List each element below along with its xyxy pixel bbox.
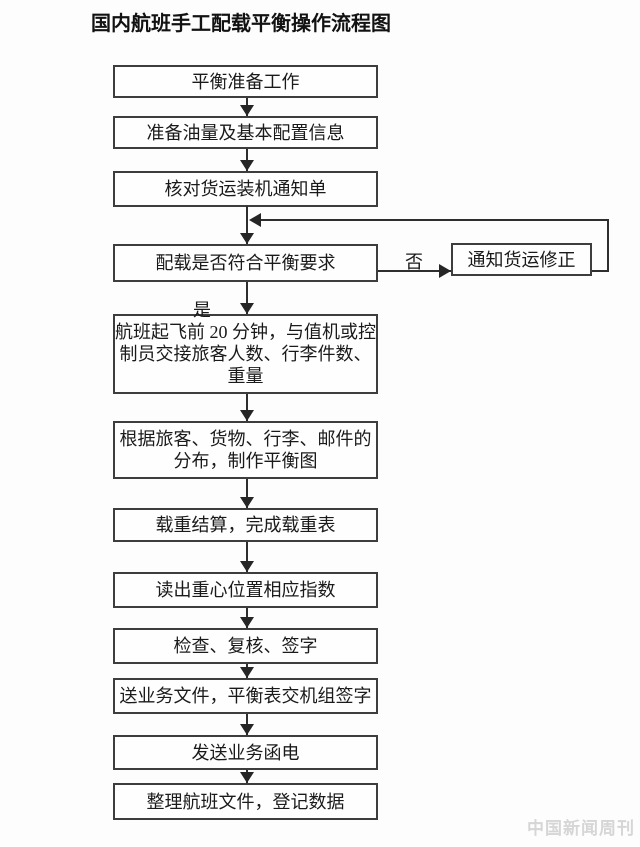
arrow-down-icon — [240, 105, 254, 116]
edge-label-yes: 是 — [193, 300, 211, 320]
arrow-down-icon — [240, 303, 254, 314]
edge-label-no: 否 — [405, 252, 423, 272]
page-title: 国内航班手工配载平衡操作流程图 — [91, 13, 391, 35]
node-send-telegram: 发送业务函电 — [113, 735, 378, 770]
arrow-down-icon — [240, 233, 254, 244]
arrow-down-icon — [240, 617, 254, 628]
node-deliver-docs: 送业务文件，平衡表交机组签字 — [113, 678, 378, 714]
watermark: 中国新闻周刊 — [527, 819, 635, 838]
feedback-line — [607, 219, 609, 272]
feedback-line — [251, 219, 609, 221]
node-check-notice: 核对货运装机通知单 — [113, 171, 378, 207]
node-prepare: 平衡准备工作 — [113, 65, 378, 98]
connector-line — [246, 542, 248, 572]
connector-line — [246, 206, 248, 244]
node-handover: 航班起飞前 20 分钟，与值机或控 制员交接旅客人数、行李件数、 重量 — [113, 314, 378, 394]
no-branch-line — [378, 270, 451, 272]
node-notify-cargo: 通知货运修正 — [451, 243, 592, 276]
arrow-down-icon — [240, 667, 254, 678]
node-cg-index: 读出重心位置相应指数 — [113, 572, 378, 608]
node-balance-chart: 根据旅客、货物、行李、邮件的 分布，制作平衡图 — [113, 421, 378, 479]
arrow-down-icon — [240, 497, 254, 508]
connector-line — [246, 394, 248, 421]
connector-line — [246, 479, 248, 508]
node-fuel-config: 准备油量及基本配置信息 — [113, 116, 378, 149]
node-load-sheet: 载重结算，完成载重表 — [113, 508, 378, 542]
arrow-left-icon — [249, 213, 261, 227]
arrow-down-icon — [240, 561, 254, 572]
node-check-sign: 检查、复核、签字 — [113, 628, 378, 664]
arrow-down-icon — [240, 160, 254, 171]
arrow-down-icon — [240, 772, 254, 783]
node-archive: 整理航班文件，登记数据 — [113, 783, 378, 820]
feedback-line — [592, 270, 609, 272]
connector-line — [246, 282, 248, 314]
node-balance-check: 配载是否符合平衡要求 — [113, 244, 378, 282]
arrow-right-icon — [439, 264, 451, 278]
arrow-down-icon — [240, 724, 254, 735]
arrow-down-icon — [240, 410, 254, 421]
